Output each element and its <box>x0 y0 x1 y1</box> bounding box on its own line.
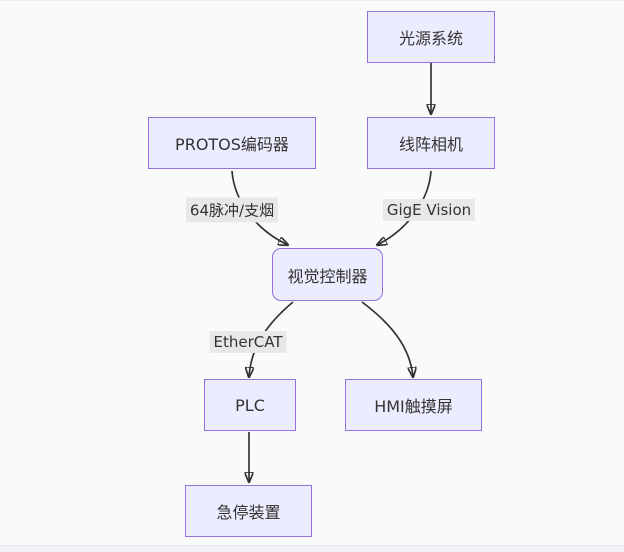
edge-vision-controller-to-hmi <box>361 301 413 377</box>
node-vision-controller-label: 视觉控制器 <box>287 266 368 286</box>
node-hmi-touchscreen-label: HMI触摸屏 <box>374 397 453 416</box>
node-light-source: 光源系统 <box>367 11 495 63</box>
node-light-source-label: 光源系统 <box>398 29 463 48</box>
node-emergency-stop: 急停装置 <box>185 485 312 537</box>
edge-label-ethercat: EtherCAT <box>209 331 287 353</box>
node-emergency-stop-label: 急停装置 <box>216 503 281 522</box>
node-protos-encoder-label: PROTOS编码器 <box>175 135 289 154</box>
edge-label-gige-vision: GigE Vision <box>382 199 476 221</box>
edge-label-pulses-per-cigarette: 64脉冲/支烟 <box>185 197 279 223</box>
node-plc-label: PLC <box>235 395 265 415</box>
node-hmi-touchscreen: HMI触摸屏 <box>345 379 482 431</box>
node-line-camera-label: 线阵相机 <box>398 135 463 154</box>
node-line-camera: 线阵相机 <box>367 117 495 169</box>
node-protos-encoder: PROTOS编码器 <box>148 117 316 169</box>
node-plc: PLC <box>204 379 296 431</box>
bottom-divider <box>0 545 624 552</box>
node-vision-controller: 视觉控制器 <box>272 248 383 301</box>
